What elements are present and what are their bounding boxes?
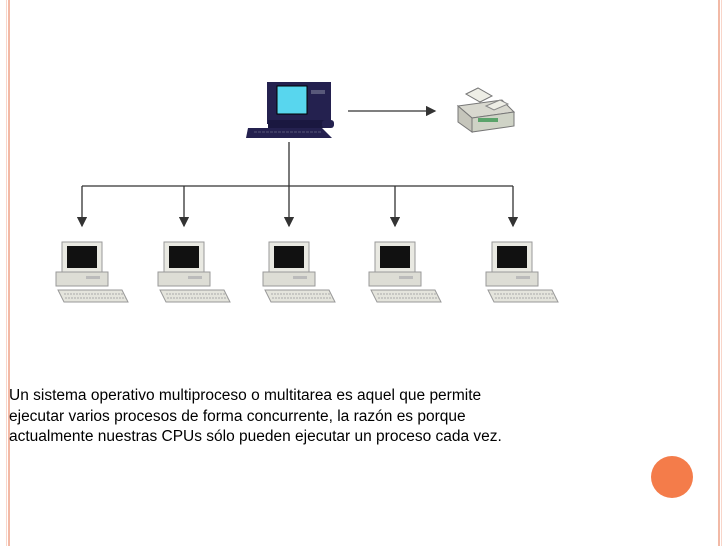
desktop-computer-icon — [246, 82, 334, 138]
connector-lines — [82, 142, 513, 226]
caption-line-3: actualmente nuestras CPUs sólo pueden ej… — [9, 427, 609, 448]
terminal-computer-icon — [56, 242, 128, 302]
terminal-computer-icon — [486, 242, 558, 302]
terminal-computer-icon — [369, 242, 441, 302]
caption-line-1: Un sistema operativo multiproceso o mult… — [9, 386, 609, 407]
caption-line-2: ejecutar varios procesos de forma concur… — [9, 407, 609, 428]
slide-caption: Un sistema operativo multiproceso o mult… — [9, 386, 609, 448]
printer-icon — [458, 88, 514, 132]
terminal-computer-icon — [158, 242, 230, 302]
accent-circle — [651, 456, 693, 498]
terminal-computer-icon — [263, 242, 335, 302]
